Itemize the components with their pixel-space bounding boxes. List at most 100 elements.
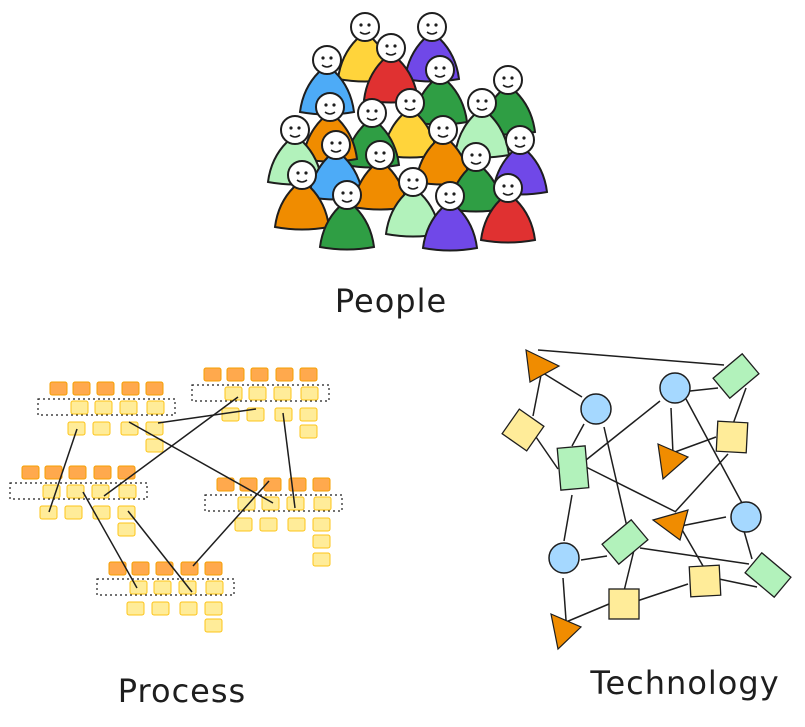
process-step-yellow <box>92 421 111 436</box>
process-step-yellow <box>246 407 265 422</box>
tech-connector <box>535 436 559 470</box>
person-smile <box>437 134 449 138</box>
process-step-orange <box>131 561 150 576</box>
process-step-yellow <box>117 522 136 537</box>
process-step-orange <box>21 465 40 480</box>
person-eye <box>332 103 336 107</box>
tech-connector <box>680 527 704 567</box>
tech-connector <box>623 545 636 592</box>
process-step-orange <box>68 465 87 480</box>
process-step-yellow <box>299 424 318 439</box>
person-smile <box>407 186 419 190</box>
process-step-yellow <box>145 421 164 436</box>
square-node <box>715 420 749 454</box>
person-eye <box>452 192 456 196</box>
person-eye <box>324 103 328 107</box>
process-dashed-group <box>37 398 176 416</box>
process-step-orange <box>93 465 112 480</box>
person-eye <box>445 126 449 130</box>
person-figure <box>411 55 469 126</box>
person-head <box>287 160 317 190</box>
person-smile <box>385 52 397 56</box>
person-eye <box>442 66 446 70</box>
person-eye <box>407 178 411 182</box>
process-step-yellow <box>204 601 223 616</box>
person-eye <box>434 66 438 70</box>
person-smile <box>502 192 514 196</box>
person-eye <box>367 23 371 27</box>
person-eye <box>338 141 342 145</box>
person-smile <box>514 144 526 148</box>
process-step-yellow <box>146 400 165 415</box>
process-cluster <box>37 381 176 453</box>
person-head <box>461 142 491 172</box>
person-eye <box>412 99 416 103</box>
person-eye <box>297 126 301 130</box>
tech-connector <box>532 374 542 417</box>
tech-connector <box>537 349 725 366</box>
process-step-yellow <box>248 386 267 401</box>
person-eye <box>476 99 480 103</box>
process-connector <box>127 510 193 593</box>
process-step-yellow <box>64 505 83 520</box>
person-smile <box>324 111 336 115</box>
tech-connector <box>743 530 753 560</box>
circle-node <box>730 501 762 533</box>
process-step-orange <box>117 465 136 480</box>
person-eye <box>330 141 334 145</box>
person-head <box>365 140 395 170</box>
person-smile <box>374 159 386 163</box>
process-step-yellow <box>67 421 86 436</box>
tech-connector <box>685 398 743 504</box>
person-smile <box>470 161 482 165</box>
process-step-yellow <box>66 484 85 499</box>
rectangle-node <box>556 445 590 491</box>
person-figure <box>318 180 376 251</box>
process-step-yellow <box>92 505 111 520</box>
process-dashed-group <box>204 494 343 512</box>
triangle-node <box>657 443 690 481</box>
person-body <box>479 199 537 244</box>
circle-node <box>548 542 580 574</box>
process-dashed-group <box>9 482 148 500</box>
person-eye <box>514 136 518 140</box>
tech-connector <box>680 516 727 527</box>
process-step-orange <box>226 367 245 382</box>
tech-connector <box>670 407 674 455</box>
process-step-yellow <box>273 386 292 401</box>
person-figure <box>479 173 537 244</box>
process-connector <box>192 480 270 567</box>
process-step-yellow <box>300 386 319 401</box>
technology-group <box>501 348 792 651</box>
process-step-yellow <box>287 517 306 532</box>
person-eye <box>444 192 448 196</box>
process-dashed-group <box>96 578 235 596</box>
person-smile <box>321 64 333 68</box>
people-label: People <box>334 282 448 320</box>
triangle-node <box>525 348 561 383</box>
process-step-yellow <box>117 505 136 520</box>
person-eye <box>426 23 430 27</box>
process-connector <box>282 412 296 509</box>
process-step-orange <box>96 381 115 396</box>
process-cluster <box>204 477 343 567</box>
person-head <box>505 125 535 155</box>
person-head <box>493 65 523 95</box>
person-head <box>312 45 342 75</box>
process-step-yellow <box>119 400 138 415</box>
process-step-orange <box>216 477 235 492</box>
person-head <box>321 130 351 160</box>
process-dashed-group <box>191 384 330 402</box>
tech-connector <box>563 494 573 542</box>
tech-connector <box>674 453 729 513</box>
person-body <box>318 206 376 251</box>
person-eye <box>434 23 438 27</box>
tech-connector <box>580 555 608 561</box>
person-eye <box>374 151 378 155</box>
square-node <box>688 564 722 598</box>
triangle-node <box>550 612 583 651</box>
process-step-yellow <box>286 496 305 511</box>
triangle-node <box>651 509 689 542</box>
person-head <box>493 173 523 203</box>
